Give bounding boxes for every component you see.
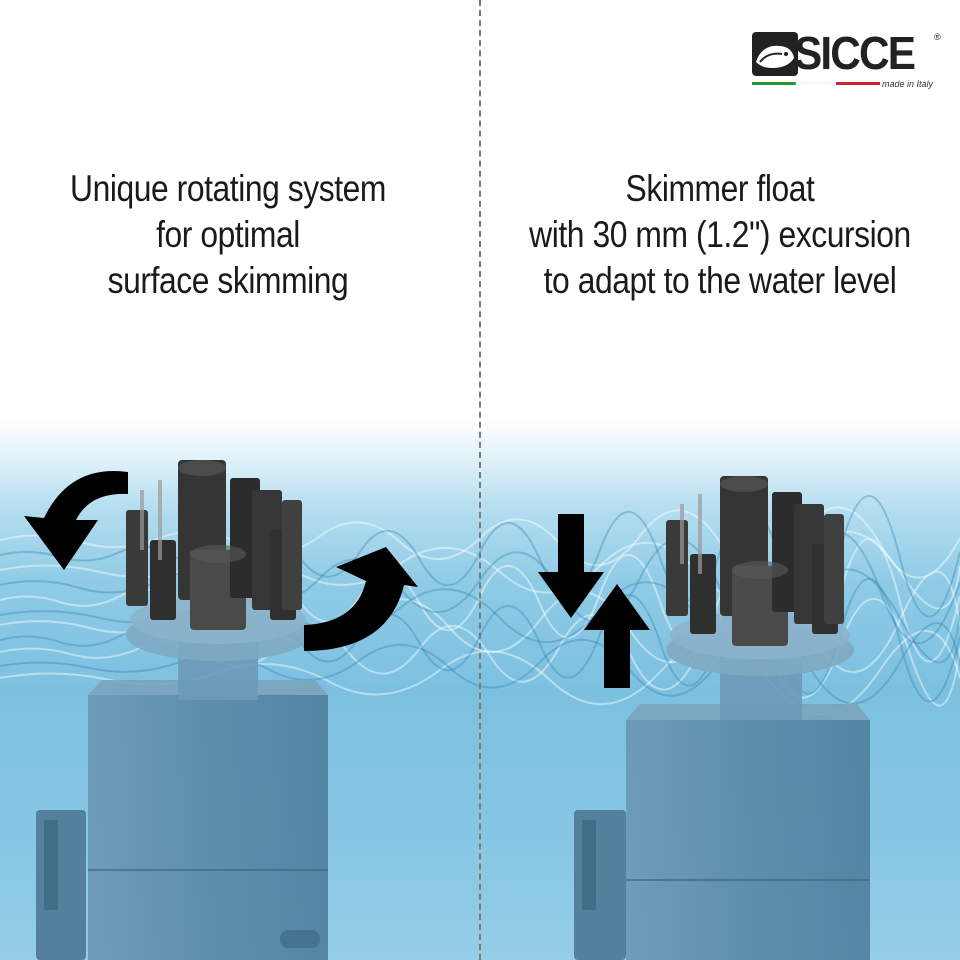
right-skimmer-device [574,476,870,960]
italian-flag-stripe [752,82,880,85]
left-caption: Unique rotating system for optimal surfa… [0,166,463,304]
sicce-logo: SICCE ® made in Italy [752,27,947,92]
right-caption: Skimmer float with 30 mm (1.2") excursio… [485,166,955,304]
left-caption-line-3: surface skimming [107,260,349,301]
right-caption-line-1: Skimmer float [625,168,815,209]
logo-registered-mark: ® [934,32,941,42]
right-caption-line-3: to adapt to the water level [543,260,897,301]
panel-divider [479,0,481,960]
whale-logo-icon [752,32,798,76]
rotate-clockwise-arrow-icon [304,547,418,651]
rotate-counterclockwise-arrow-icon [24,470,128,570]
right-caption-line-2: with 30 mm (1.2") excursion [529,214,911,255]
logo-brand-text: SICCE [794,27,916,79]
arrow-down-icon [538,514,604,618]
left-caption-line-2: for optimal [156,214,300,255]
left-skimmer-device [36,460,328,960]
logo-tagline: made in Italy [882,79,934,89]
arrow-up-icon [584,584,650,688]
left-caption-line-1: Unique rotating system [70,168,386,209]
